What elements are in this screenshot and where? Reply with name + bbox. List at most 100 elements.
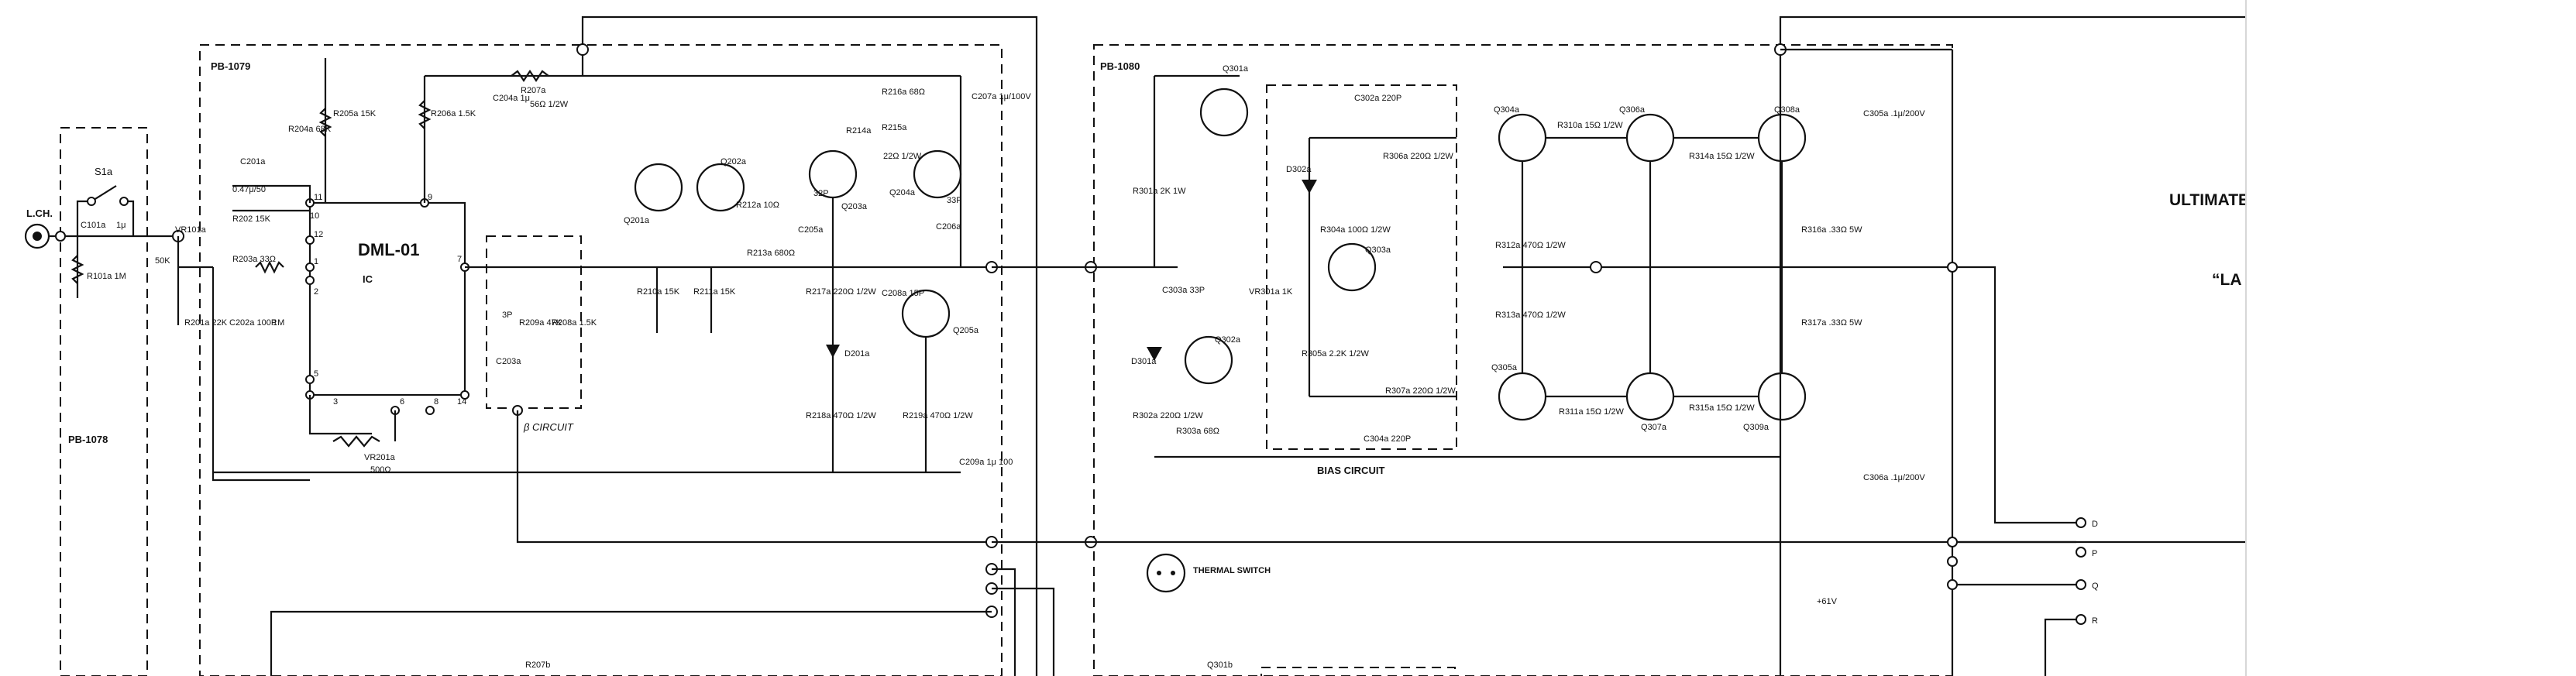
c201-label: C201a (240, 157, 266, 166)
side-subtitle: “LA (2212, 271, 2242, 289)
r217-label: R217a 220Ω 1/2W (806, 287, 876, 297)
ic-sub: IC (363, 273, 373, 285)
output-terminals: D P Q R (1947, 262, 2099, 626)
switch-s1-return (124, 200, 135, 236)
board-outline-pb1079 (199, 44, 1003, 676)
c205-label: C205a (798, 225, 824, 235)
q309-label: Q309a (1743, 423, 1769, 432)
q302-label: Q302a (1215, 335, 1241, 345)
q307-label: Q307a (1641, 423, 1667, 432)
resistor-r203 (255, 260, 284, 274)
wire-vr201 (308, 395, 372, 435)
q308-label: Q308a (1774, 105, 1800, 115)
q203-label: Q203a (841, 202, 868, 211)
d201-label: D201a (844, 349, 870, 359)
wire-bridge-b (992, 587, 1055, 676)
wire-beta-return (516, 410, 992, 544)
svg-text:1: 1 (314, 257, 318, 266)
blank-margin (2247, 0, 2576, 676)
r207b-label: R207b (525, 661, 550, 670)
c204-label: C204a 1μ (493, 94, 530, 103)
r219-label: R219a 470Ω 1/2W (903, 411, 973, 420)
c209-label: C209a 1μ 100 (959, 458, 1013, 467)
wire-ic-left-bus (212, 267, 310, 482)
svg-text:10: 10 (310, 211, 319, 221)
r211-label: R211a 15K (693, 287, 736, 297)
resistor-r207 (511, 70, 549, 82)
r204-label: R204a 68K (288, 125, 332, 134)
vr201-label: VR201a (364, 453, 396, 462)
switch-contact-a (87, 197, 96, 206)
vr101-value: 50K (155, 256, 170, 266)
r312-label: R312a 470Ω 1/2W (1495, 241, 1566, 250)
interconnect-nodes (985, 261, 1097, 618)
c202-value: 1M (273, 318, 284, 328)
c302-label: C302a 220P (1354, 94, 1401, 103)
vr101-label: VR101a (175, 225, 207, 235)
switch-contact-b (119, 197, 129, 206)
input-channel-label: L.CH. (26, 208, 53, 219)
r212-label: R212a 10Ω (736, 201, 779, 210)
c206-value: 33P (947, 196, 962, 205)
transistor-q302 (1184, 335, 1233, 385)
wire-bridge-c (270, 610, 992, 676)
r207-value: 56Ω 1/2W (530, 100, 569, 109)
r209-label: R209a 47K (519, 318, 562, 328)
c101-label: C101a (81, 221, 106, 230)
r213-label: R213a 680Ω (747, 249, 795, 258)
d301-label: D301a (1131, 357, 1157, 366)
wire-top-loop-left (581, 15, 1038, 676)
bias-circuit-box-b (1260, 667, 1456, 676)
beta-circuit-box (486, 235, 582, 409)
transistor-q305 (1498, 372, 1547, 421)
bias-circuit-box (1266, 84, 1457, 450)
node-midpoint (1590, 261, 1602, 273)
r317-label: R317a .33Ω 5W (1801, 318, 1862, 328)
r208-label: R208a 1.5K (552, 318, 597, 328)
thermal-switch-label: THERMAL SWITCH (1193, 566, 1271, 575)
q301b-label: Q301b (1207, 661, 1233, 670)
r207-label: R207a (521, 86, 546, 95)
r201-label: R201a 22K (184, 318, 228, 328)
side-title: ULTIMATE (2169, 191, 2249, 209)
svg-text:7: 7 (457, 255, 462, 264)
r206-label: R206a 1.5K (431, 109, 476, 118)
c304-label: C304a 220P (1364, 434, 1411, 444)
diode-d301 (1147, 347, 1162, 361)
d302-label: D302a (1286, 165, 1312, 174)
svg-text:5: 5 (314, 369, 318, 379)
r311-label: R311a 15Ω 1/2W (1559, 407, 1624, 417)
q202-label: Q202a (721, 157, 747, 166)
r310-label: R310a 15Ω 1/2W (1557, 121, 1623, 130)
r303-label: R303a 68Ω (1176, 427, 1219, 436)
transistor-q308 (1757, 113, 1807, 163)
r302-label: R302a 220Ω 1/2W (1133, 411, 1203, 420)
r306-label: R306a 220Ω 1/2W (1383, 152, 1453, 161)
terminal-d-label: D (2092, 520, 2098, 529)
svg-text:6: 6 (400, 397, 404, 407)
q205-label: Q205a (953, 326, 979, 335)
bias-circuit-label: BIAS CIRCUIT (1317, 465, 1384, 476)
vr301-label: VR301a 1K (1249, 287, 1293, 297)
c202-label: C202a 100P (229, 318, 277, 328)
q301-label: Q301a (1223, 64, 1249, 74)
resistor-r204 (318, 108, 332, 137)
wire-c201 (232, 184, 311, 203)
terminal-p-label: P (2092, 549, 2097, 558)
transistor-q201 (634, 163, 683, 212)
r215-label: R215a (882, 123, 907, 132)
r214-label: R214a (846, 126, 872, 136)
terminal-q-label: Q (2092, 582, 2099, 591)
ic-dml01-body (308, 201, 466, 396)
c206-label: C206a (936, 222, 961, 232)
board-label-pb1080: PB-1080 (1100, 60, 1140, 72)
r313-label: R313a 470Ω 1/2W (1495, 311, 1566, 320)
q305-label: Q305a (1491, 363, 1518, 372)
q204-label: Q204a (889, 188, 916, 197)
ic-pins: 11 12 1 2 5 9 7 3 6 8 14 10 (305, 193, 469, 415)
q201-label: Q201a (624, 216, 650, 225)
wire-top-loop-right (1779, 15, 2247, 23)
q306-label: Q306a (1619, 105, 1646, 115)
transistor-q205 (901, 289, 951, 338)
